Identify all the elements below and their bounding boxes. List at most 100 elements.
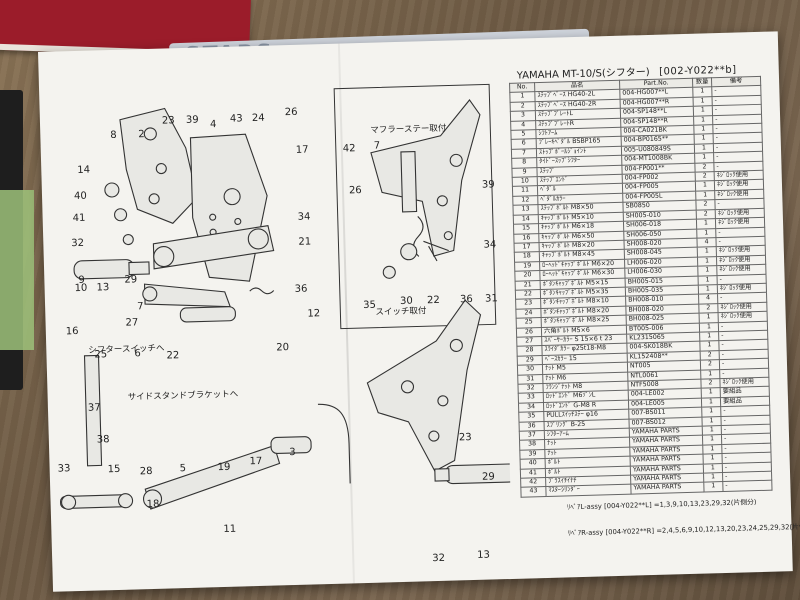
callout-number: 22 xyxy=(427,295,440,306)
cell-qty: 1 xyxy=(697,265,717,276)
callout-number: 4 xyxy=(210,119,217,130)
upper-right-assembly xyxy=(370,99,481,279)
cell-qty: 1 xyxy=(696,218,716,229)
callout-number: 9 xyxy=(78,275,85,286)
callout-number: 29 xyxy=(124,274,137,285)
callout-number: 2 xyxy=(138,129,145,140)
cell-qty: 1 xyxy=(703,472,723,483)
cell-qty: 2 xyxy=(700,359,720,370)
cell-partno: YAMAHA PARTS xyxy=(630,482,705,494)
cell-qty: 1 xyxy=(699,322,719,333)
cell-qty: 1 xyxy=(693,115,713,126)
cell-qty: 1 xyxy=(702,425,722,436)
callout-number: 14 xyxy=(77,165,90,176)
callout-number: 36 xyxy=(295,284,308,295)
callout-number: 39 xyxy=(482,179,495,190)
side-stand-note: サイドスタンドブラケットへ xyxy=(128,389,239,403)
cell-qty: 1 xyxy=(694,143,714,154)
col-qty: 数量 xyxy=(692,77,712,88)
cell-qty: 1 xyxy=(699,312,719,323)
cell-qty: 1 xyxy=(702,435,722,445)
cell-qty: 1 xyxy=(702,444,722,455)
cell-qty: 1 xyxy=(703,482,724,492)
cell-qty: 1 xyxy=(694,134,714,145)
cell-qty: 1 xyxy=(701,387,721,398)
green-object xyxy=(0,190,34,350)
cell-qty: 1 xyxy=(697,256,717,267)
callout-number: 7 xyxy=(137,301,144,312)
cell-no: 43 xyxy=(520,486,547,498)
lower-assembly xyxy=(60,299,513,510)
callout-number: 23 xyxy=(162,115,175,126)
callout-number: 12 xyxy=(307,308,320,319)
assy-left: ﾘﾍﾟｱL-assy [004-Y022**L] =1,3,9,10,13,23… xyxy=(566,498,757,512)
callout-number: 5 xyxy=(180,463,187,474)
cell-qty: 2 xyxy=(695,171,715,182)
cell-qty: 2 xyxy=(694,162,715,173)
callout-number: 8 xyxy=(110,130,117,141)
cell-qty: 1 xyxy=(699,340,720,351)
doc-title-code: [002-Y022**b] xyxy=(659,64,737,78)
cell-qty: 1 xyxy=(693,105,713,116)
cell-qty: 1 xyxy=(693,96,713,107)
assy-right: ﾘﾍﾟｱR-assy [004-Y022**R] =2,4,5,6,9,10,1… xyxy=(567,522,800,538)
callout-number: 32 xyxy=(71,238,84,249)
callout-number: 41 xyxy=(73,213,86,224)
cell-qty: 1 xyxy=(699,331,719,342)
cell-qty: 4 xyxy=(696,237,717,248)
callout-number: 31 xyxy=(485,293,498,304)
callout-number: 19 xyxy=(218,462,231,473)
detail-box xyxy=(333,83,497,330)
callout-number: 3 xyxy=(289,447,296,458)
upper-left-assembly xyxy=(73,107,275,323)
callout-number: 35 xyxy=(363,300,376,311)
muffler-note: マフラーステー取付 xyxy=(370,123,447,136)
callout-number: 13 xyxy=(96,282,109,293)
callout-number: 22 xyxy=(166,350,179,361)
cell-qty: 1 xyxy=(698,284,718,295)
callout-number: 23 xyxy=(459,432,472,443)
cell-qty: 1 xyxy=(701,406,721,417)
callout-number: 39 xyxy=(186,115,199,126)
callout-number: 24 xyxy=(252,113,265,124)
shifter-switch-note: シフタースイッチへ xyxy=(88,344,165,356)
callout-number: 7 xyxy=(374,140,381,151)
callout-number: 43 xyxy=(230,113,243,124)
callout-number: 36 xyxy=(460,294,473,305)
cell-qty: 1 xyxy=(702,453,723,464)
callout-number: 42 xyxy=(343,143,356,154)
callout-number: 34 xyxy=(483,239,496,250)
callout-number: 29 xyxy=(482,471,495,482)
callout-number: 32 xyxy=(432,553,445,564)
callout-number: 38 xyxy=(97,434,110,445)
callout-number: 27 xyxy=(125,317,138,328)
callout-number: 26 xyxy=(285,107,298,118)
cell-qty: 1 xyxy=(698,275,718,286)
callout-number: 17 xyxy=(296,144,309,155)
switch-note: スイッチ取付 xyxy=(375,305,427,317)
cell-qty: 2 xyxy=(700,378,721,389)
callout-number: 18 xyxy=(147,499,160,510)
callout-number: 20 xyxy=(276,342,289,353)
cell-qty: 1 xyxy=(703,463,723,474)
cell-qty: 2 xyxy=(696,209,716,220)
callout-number: 13 xyxy=(477,550,490,561)
callout-number: 37 xyxy=(88,402,101,413)
callout-number: 26 xyxy=(349,185,362,196)
cell-name: ﾏｽﾀｰｼﾘﾝﾀﾞｰ xyxy=(545,484,632,497)
callout-number: 17 xyxy=(249,456,262,467)
cell-qty: 1 xyxy=(695,190,715,201)
callout-number: 30 xyxy=(400,296,413,307)
callout-number: 15 xyxy=(108,464,121,475)
cell-qty: 1 xyxy=(696,228,716,239)
callout-number: 25 xyxy=(94,349,107,360)
callout-number: 33 xyxy=(58,463,71,474)
cell-qty: 1 xyxy=(694,152,714,163)
cell-qty: 1 xyxy=(701,416,722,427)
callout-number: 11 xyxy=(223,524,236,535)
callout-number: 34 xyxy=(298,211,311,222)
